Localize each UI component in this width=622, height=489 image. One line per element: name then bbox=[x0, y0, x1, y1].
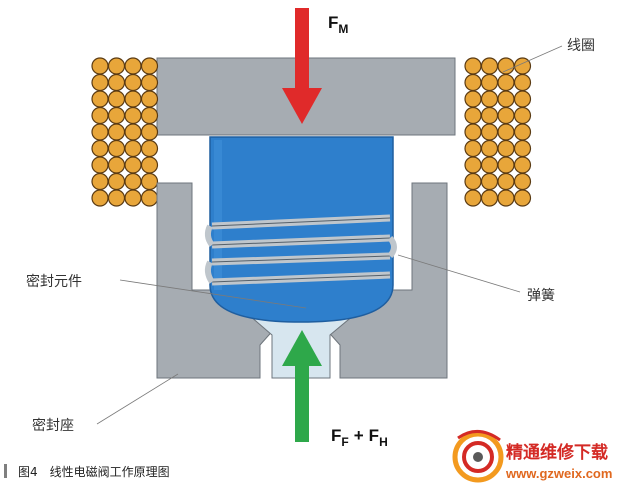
coil-wire bbox=[140, 106, 159, 125]
coil-wire bbox=[480, 90, 499, 108]
coil-wire bbox=[124, 57, 142, 75]
coil-wire bbox=[140, 123, 159, 141]
coil-wire bbox=[480, 189, 499, 207]
spring bbox=[204, 214, 397, 286]
coil-wire bbox=[513, 73, 532, 92]
coil-wire bbox=[497, 106, 515, 125]
coil-wire bbox=[107, 90, 126, 108]
coil-wire bbox=[91, 189, 109, 207]
coil-wire bbox=[464, 57, 482, 75]
coil-wire bbox=[480, 172, 499, 191]
coil-wire bbox=[497, 73, 515, 92]
coil-wire bbox=[140, 189, 159, 207]
coil-wire bbox=[107, 57, 126, 75]
coil-wire bbox=[497, 189, 515, 207]
coil-wire bbox=[107, 106, 126, 125]
label-spring: 弹簧 bbox=[527, 288, 555, 304]
coil-wire bbox=[464, 139, 482, 158]
coil-wire bbox=[124, 73, 142, 92]
coil-wire bbox=[140, 139, 159, 158]
force-arrow-top bbox=[282, 8, 322, 124]
coil-wire bbox=[497, 90, 515, 108]
coil-wire bbox=[107, 189, 126, 207]
label-seal-seat: 密封座 bbox=[32, 417, 74, 434]
coil-wire bbox=[480, 73, 499, 92]
coil-wire bbox=[464, 156, 482, 174]
coil-wire bbox=[480, 139, 499, 158]
coil-wire bbox=[124, 90, 142, 108]
coil-wire bbox=[480, 106, 499, 125]
coil-wire bbox=[513, 189, 532, 207]
coil-wire bbox=[497, 123, 515, 141]
force-arrow-bottom bbox=[282, 330, 322, 442]
coil-wire bbox=[124, 172, 142, 191]
coil-wire bbox=[124, 139, 142, 158]
coil-wire bbox=[91, 172, 109, 191]
coil-wire bbox=[140, 156, 159, 174]
coil-wire bbox=[464, 123, 482, 141]
figure-caption: 图4 线性电磁阀工作原理图 bbox=[18, 465, 170, 479]
coil-wire bbox=[513, 106, 532, 125]
armature-shade bbox=[214, 140, 222, 290]
coil-wire bbox=[513, 172, 532, 191]
coil-wire bbox=[91, 57, 109, 75]
coil-wire bbox=[91, 73, 109, 92]
watermark-url: www.gzweix.com bbox=[505, 466, 612, 481]
coil-wire bbox=[480, 123, 499, 141]
coil-wire bbox=[140, 57, 159, 75]
watermark-title: 精通维修下载 bbox=[506, 442, 608, 463]
armature bbox=[209, 136, 394, 323]
coil-wire bbox=[497, 139, 515, 158]
leader-lines bbox=[96, 45, 563, 425]
coil-wire bbox=[497, 57, 515, 75]
coil-wire bbox=[513, 90, 532, 108]
coil-wire bbox=[464, 189, 482, 207]
coil-wire bbox=[140, 90, 159, 108]
coil-wire bbox=[464, 73, 482, 92]
coil-wire bbox=[91, 139, 109, 158]
coil-wire bbox=[124, 156, 142, 174]
coil-wire bbox=[513, 123, 532, 141]
coil-wire bbox=[464, 90, 482, 108]
coil-wire bbox=[107, 73, 126, 92]
coil-wire bbox=[107, 156, 126, 174]
label-seal-element: 密封元件 bbox=[26, 273, 82, 290]
force-label-bottom: FF+FH bbox=[331, 426, 388, 449]
coil-wire bbox=[107, 123, 126, 141]
coil-wire bbox=[91, 123, 109, 141]
coil-wire bbox=[107, 139, 126, 158]
coil-wire bbox=[91, 106, 109, 125]
coil-wire bbox=[91, 90, 109, 108]
coil-wire bbox=[497, 156, 515, 174]
coil-wire bbox=[107, 172, 126, 191]
coil-wire bbox=[124, 189, 142, 207]
coil-wire bbox=[124, 106, 142, 125]
coil-wire bbox=[464, 106, 482, 125]
coil-left bbox=[91, 57, 159, 207]
coil-right bbox=[464, 57, 532, 207]
coil-wire bbox=[140, 73, 159, 92]
label-coil: 线圈 bbox=[567, 38, 595, 54]
force-label-top: FM bbox=[328, 13, 348, 36]
coil-wire bbox=[513, 156, 532, 174]
coil-wire bbox=[480, 57, 499, 75]
coil-wire bbox=[91, 156, 109, 174]
watermark-logo bbox=[452, 430, 504, 483]
coil-wire bbox=[497, 172, 515, 191]
coil-wire bbox=[480, 156, 499, 174]
coil-wire bbox=[140, 172, 159, 191]
caption-marker bbox=[4, 464, 7, 478]
coil-wire bbox=[124, 123, 142, 141]
coil-wire bbox=[513, 139, 532, 158]
coil-wire bbox=[464, 172, 482, 191]
